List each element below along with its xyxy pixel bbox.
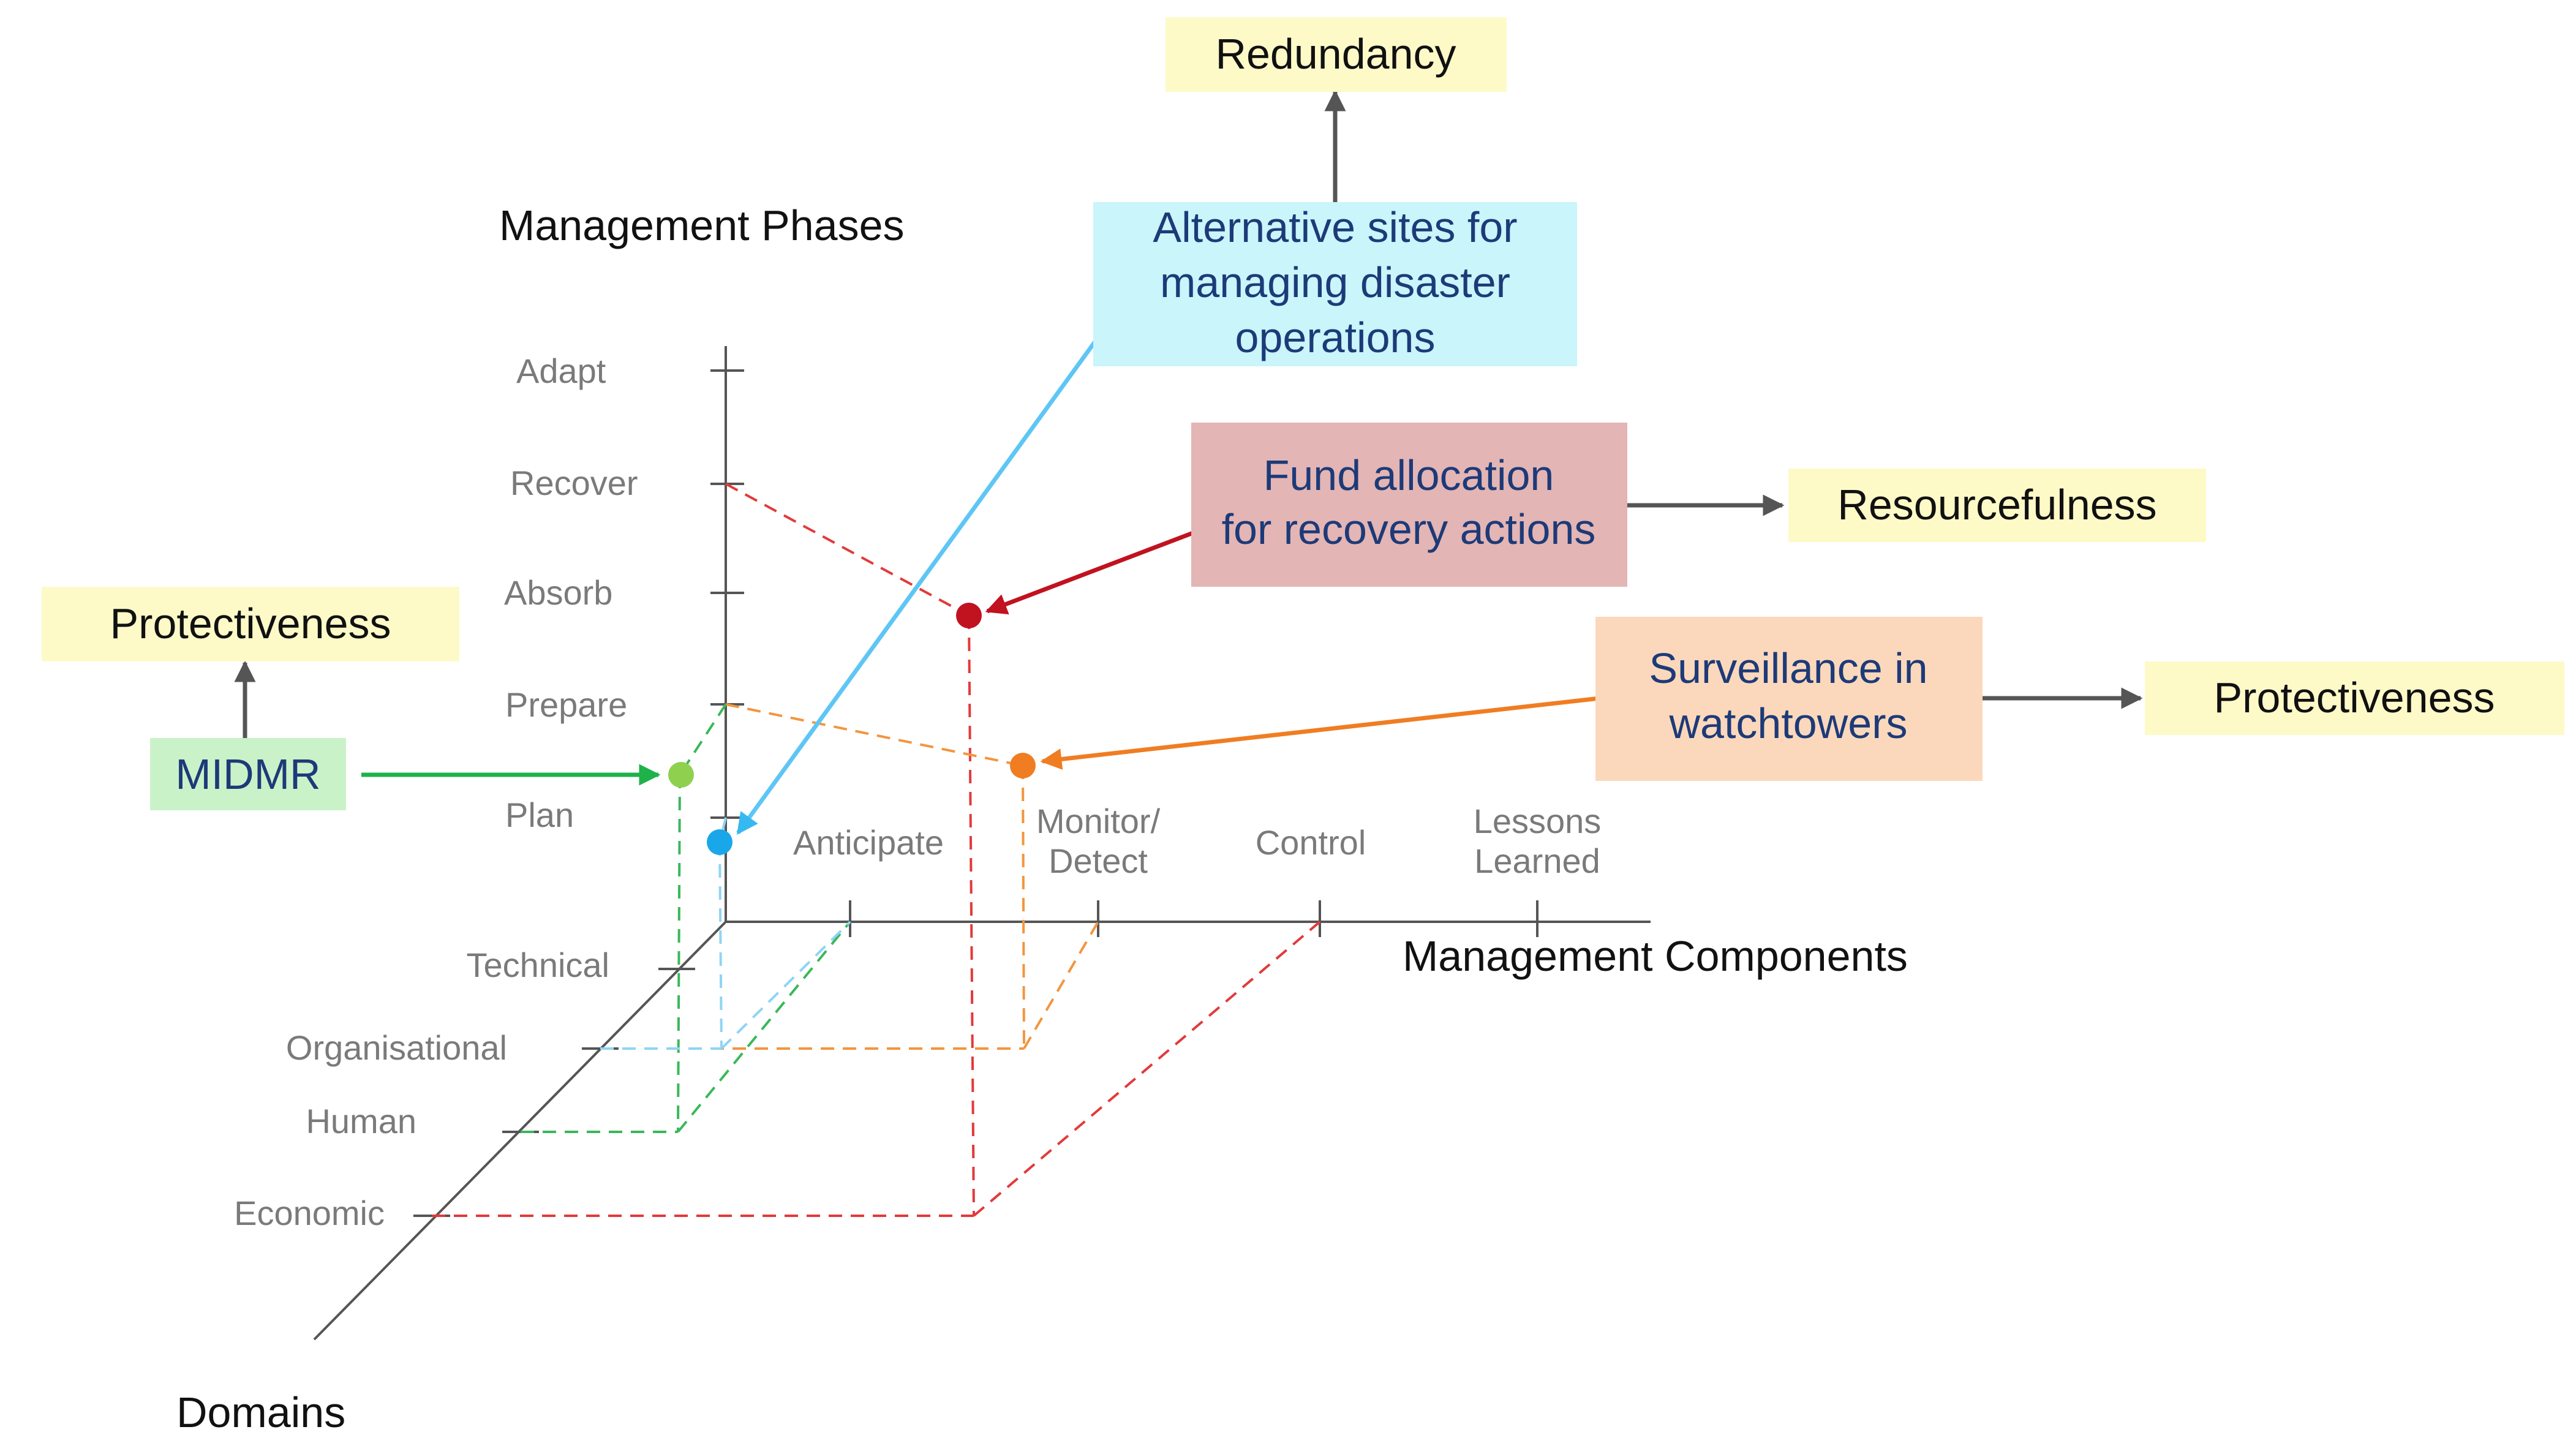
arrow-alternative-sites-to-point	[736, 338, 1098, 835]
phase-label-plan: Plan	[505, 796, 574, 834]
projection-fund-allocation	[432, 483, 1321, 1217]
vertical-axis-title: Management Phases	[499, 202, 905, 249]
box-fund-allocation: Fund allocation for recovery actions	[1191, 423, 1627, 587]
tag-protectiveness-left-label: Protectiveness	[110, 600, 391, 647]
domain-label-organisational: Organisational	[286, 1028, 507, 1067]
box-fund-allocation-line1: Fund allocation	[1264, 451, 1554, 499]
phase-label-recover: Recover	[510, 464, 638, 502]
phase-label-adapt: Adapt	[516, 352, 606, 390]
box-surveillance: Surveillance in watchtowers	[1595, 617, 1983, 781]
component-label-monitor-line2: Detect	[1049, 842, 1148, 880]
point-fund-allocation	[956, 603, 982, 628]
box-surveillance-line1: Surveillance in	[1649, 644, 1927, 692]
projection-midmr	[521, 703, 851, 1133]
box-alternative-sites-line1: Alternative sites for	[1153, 203, 1517, 251]
phase-label-absorb: Absorb	[504, 573, 612, 612]
box-midmr: MIDMR	[150, 738, 346, 810]
point-midmr	[668, 762, 694, 788]
component-label-control: Control	[1256, 823, 1366, 862]
arrow-fund-allocation-to-point	[985, 530, 1194, 615]
box-alternative-sites: Alternative sites for managing disaster …	[1093, 202, 1577, 366]
domain-label-technical: Technical	[467, 946, 609, 984]
component-label-lessons-line1: Lessons	[1474, 802, 1602, 840]
arrow-surveillance-to-point	[1040, 696, 1600, 770]
domain-label-human: Human	[306, 1102, 416, 1140]
tag-protectiveness-right-label: Protectiveness	[2213, 674, 2495, 722]
box-fund-allocation-line2: for recovery actions	[1222, 505, 1596, 553]
domain-label-economic: Economic	[234, 1194, 385, 1232]
tag-redundancy: Redundancy	[1166, 17, 1507, 92]
point-surveillance	[1010, 753, 1036, 778]
tag-resourcefulness: Resourcefulness	[1788, 469, 2206, 542]
tag-resourcefulness-label: Resourcefulness	[1837, 481, 2156, 529]
point-alternative-sites	[707, 829, 733, 855]
tag-protectiveness-left: Protectiveness	[42, 587, 459, 661]
tag-protectiveness-right: Protectiveness	[2145, 661, 2564, 735]
component-label-lessons-line2: Learned	[1474, 842, 1600, 880]
box-midmr-label: MIDMR	[175, 750, 320, 798]
component-label-monitor-line1: Monitor/	[1036, 802, 1161, 840]
component-label-anticipate: Anticipate	[793, 823, 944, 862]
depth-axis-title: Domains	[176, 1388, 345, 1436]
horizontal-axis-title: Management Components	[1403, 932, 1908, 980]
box-surveillance-line2: watchtowers	[1668, 699, 1907, 747]
phase-label-prepare: Prepare	[505, 685, 627, 724]
box-alternative-sites-line3: operations	[1235, 314, 1436, 361]
box-alternative-sites-line2: managing disaster	[1160, 258, 1510, 306]
tag-redundancy-label: Redundancy	[1215, 30, 1456, 78]
